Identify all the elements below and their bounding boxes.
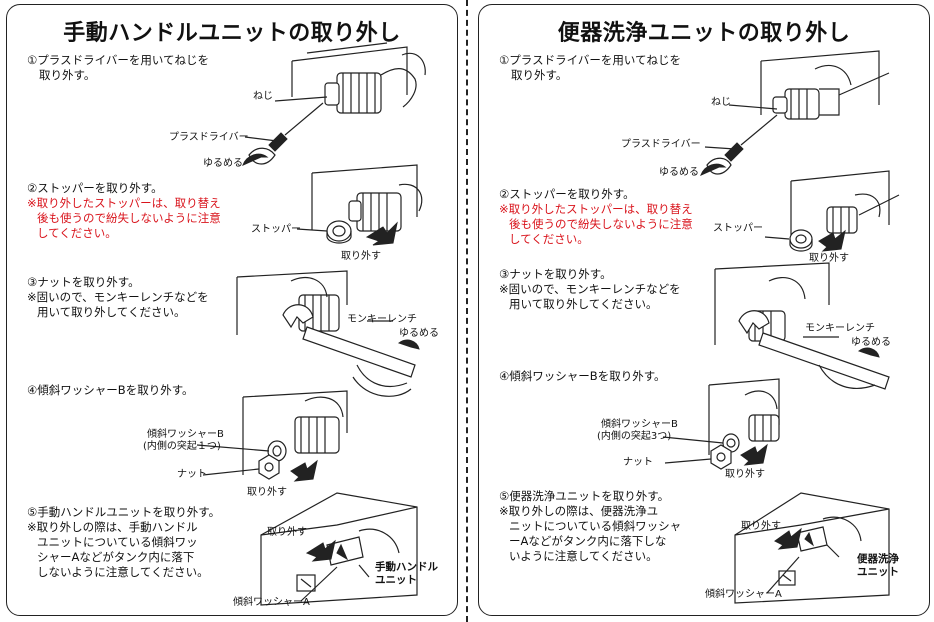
step-4: ④傾斜ワッシャーBを取り外す。 <box>27 383 194 397</box>
fig5-leaders <box>766 544 840 594</box>
step-4: ④傾斜ワッシャーBを取り外す。 <box>499 369 666 383</box>
label-washer-a: 傾斜ワッシャーA <box>705 589 782 600</box>
label-wrench: モンキーレンチ <box>805 323 875 334</box>
fig2-tank-valve <box>311 164 423 232</box>
label-screw: ねじ <box>711 97 731 108</box>
fig4-remove-arrow <box>290 459 318 482</box>
fig5-leaders <box>300 564 370 602</box>
fig2-stopper <box>326 220 352 244</box>
label-washer-b-note: (内側の突起１つ) <box>143 441 221 452</box>
panel-title: 便器洗浄ユニットの取り外し <box>557 21 851 46</box>
step-1: ①プラスドライバーを用いてねじを 取り外す。 <box>27 53 210 82</box>
fig1-tank-valve <box>760 50 890 120</box>
label-screw: ねじ <box>253 91 273 102</box>
label-nut: ナット <box>623 457 653 468</box>
label-remove: 取り外す <box>741 521 781 532</box>
fig2-stopper <box>789 229 813 252</box>
fig5-remove-arrow <box>305 539 336 562</box>
fig5-remove-arrow <box>774 527 802 550</box>
fig4-tank-valve <box>242 390 348 475</box>
fig2-stopper-leader <box>764 236 790 240</box>
label-unit: 手動ハンドル <box>375 561 438 573</box>
fig1-screw-leader <box>274 96 328 102</box>
label-washer-b: 傾斜ワッシャーB <box>601 419 678 430</box>
step-5: ⑤便器洗浄ユニットを取り外す。 ※取り外しの際は、便器洗浄ユ ニットについている… <box>499 489 682 563</box>
fig1-driver-leader <box>704 146 736 150</box>
label-washer-b: 傾斜ワッシャーB <box>147 429 224 440</box>
label-remove: 取り外す <box>247 487 287 498</box>
fig5-unit <box>326 528 400 566</box>
panel-title: 手動ハンドルユニットの取り外し <box>63 21 401 46</box>
label-remove: 取り外す <box>809 253 849 264</box>
label-driver: プラスドライバー <box>169 132 249 143</box>
fig1-tank-valve <box>291 42 426 114</box>
fig2-remove-arrow <box>818 229 846 252</box>
fig2-remove-arrow <box>365 221 398 246</box>
fig4-nut <box>710 444 732 470</box>
label-washer-b-note: (内側の突起3つ) <box>597 431 672 442</box>
label-unit: 便器洗浄 <box>857 553 899 565</box>
step-3: ③ナットを取り外す。 ※固いので、モンキーレンチなどを 用いて取り外してください… <box>499 267 681 311</box>
fig2-tank-valve <box>790 170 900 235</box>
label-unit-2: ユニット <box>857 566 899 578</box>
fig1-screw-leader <box>728 104 778 110</box>
label-loosen: ゆるめる <box>203 158 243 169</box>
fig3-tank-valve <box>236 270 348 335</box>
fig4-nut <box>258 454 280 480</box>
label-loosen: ゆるめる <box>399 328 439 339</box>
label-unit-2: ユニット <box>375 574 417 586</box>
label-wrench: モンキーレンチ <box>347 314 417 325</box>
fig3-wrench <box>738 310 890 390</box>
label-stopper: ストッパー <box>713 223 763 234</box>
fig1-screwdriver <box>700 114 778 176</box>
fig1-screwdriver <box>242 102 324 166</box>
label-driver: プラスドライバー <box>621 139 701 150</box>
fig4-tank-valve <box>708 378 780 455</box>
label-remove: 取り外す <box>341 251 381 262</box>
manual-handle-panel: 手動ハンドルユニットの取り外し ①プラスドライバーを用いてねじを 取り外す。 ②… <box>6 4 458 616</box>
illustrations <box>196 42 426 606</box>
fig4-leaders <box>662 436 724 464</box>
label-remove: 取り外す <box>267 527 307 538</box>
toilet-flush-panel: 便器洗浄ユニットの取り外し ①プラスドライバーを用いてねじを 取り外す。 ②スト… <box>478 4 930 616</box>
label-remove: 取り外す <box>725 469 765 480</box>
label-loosen: ゆるめる <box>851 337 891 348</box>
step-2: ②ストッパーを取り外す。 ※取り外したストッパーは、取り替え 後も使うので紛失し… <box>27 181 221 240</box>
center-dashed-divider <box>466 0 468 622</box>
fig4-remove-arrow <box>740 443 768 466</box>
label-stopper: ストッパー <box>251 224 301 235</box>
fig1-driver-leader <box>244 136 278 142</box>
fig3-wrench <box>282 304 420 397</box>
fig4-leaders <box>196 444 270 476</box>
label-nut: ナット <box>177 469 207 480</box>
label-washer-a: 傾斜ワッシャーA <box>233 597 310 608</box>
step-5: ⑤手動ハンドルユニットを取り外す。 ※取り外しの際は、手動ハンドル ユニットにつ… <box>27 505 221 579</box>
step-1: ①プラスドライバーを用いてねじを 取り外す。 <box>499 53 682 82</box>
step-3: ③ナットを取り外す。 ※固いので、モンキーレンチなどを 用いて取り外してください… <box>27 275 209 319</box>
illustrations <box>662 50 900 604</box>
label-loosen: ゆるめる <box>659 167 699 178</box>
fig2-stopper-leader <box>296 228 328 232</box>
step-2: ②ストッパーを取り外す。 ※取り外したストッパーは、取り替え 後も使うので紛失し… <box>499 187 693 246</box>
